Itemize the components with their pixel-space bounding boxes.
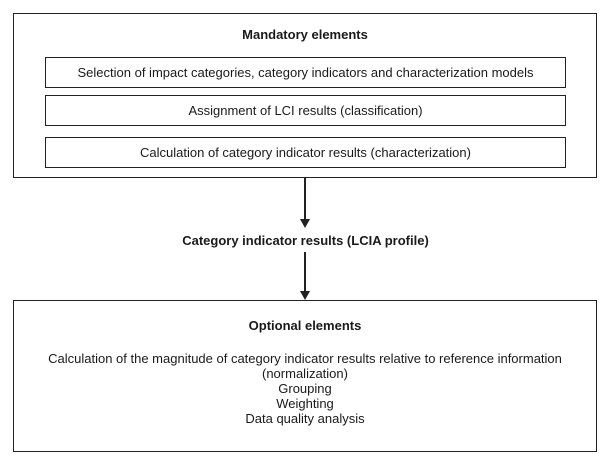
optional-item-normalization: Calculation of the magnitude of category…: [48, 351, 562, 366]
optional-item-weighting: Weighting: [276, 396, 334, 411]
optional-item-normalization-term: (normalization): [262, 366, 348, 381]
step-characterization-box: Calculation of category indicator result…: [45, 137, 566, 168]
optional-elements-box: Optional elements Calculation of the mag…: [13, 300, 597, 452]
step-selection-box: Selection of impact categories, category…: [45, 57, 566, 88]
step-classification-label: Assignment of LCI results (classificatio…: [188, 103, 423, 118]
step-characterization-label: Calculation of category indicator result…: [140, 145, 471, 160]
arrow-down-2: [304, 252, 306, 292]
step-classification-box: Assignment of LCI results (classificatio…: [45, 95, 566, 126]
optional-elements-title: Optional elements: [248, 318, 362, 333]
arrow-down-1-head-icon: [300, 219, 310, 228]
optional-item-grouping: Grouping: [278, 381, 332, 396]
lcia-profile-label: Category indicator results (LCIA profile…: [182, 233, 429, 248]
optional-elements-list: Calculation of the magnitude of category…: [14, 351, 596, 426]
arrow-down-2-head-icon: [300, 291, 310, 300]
mandatory-elements-box: Mandatory elements Selection of impact c…: [13, 13, 597, 178]
optional-item-data-quality: Data quality analysis: [245, 411, 365, 426]
arrow-down-1: [304, 178, 306, 221]
step-selection-label: Selection of impact categories, category…: [77, 65, 534, 80]
mandatory-elements-title: Mandatory elements: [242, 27, 368, 42]
